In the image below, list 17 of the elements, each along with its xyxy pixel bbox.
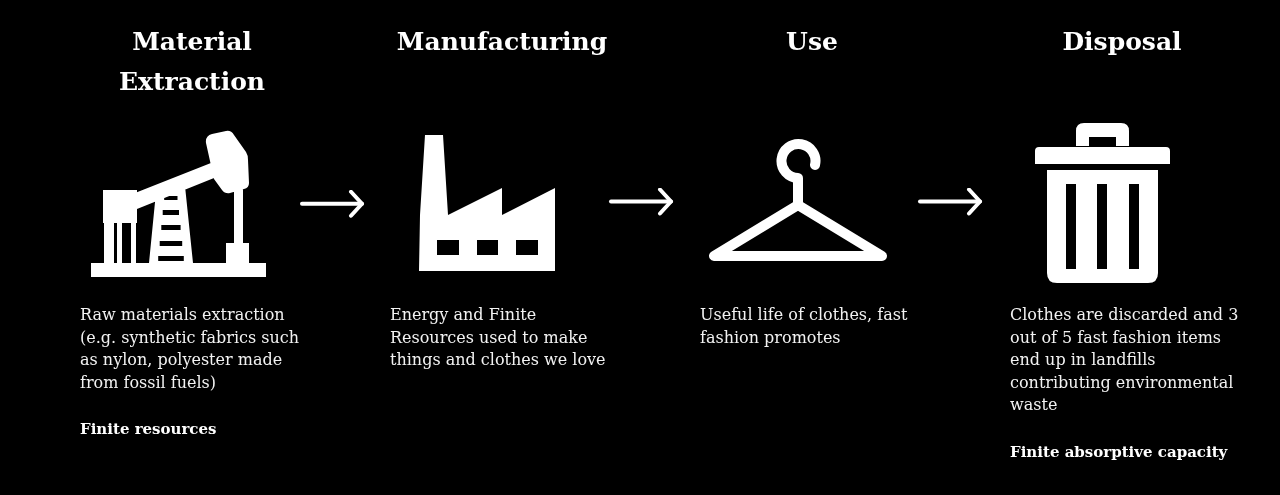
description-text: Clothes are discarded and 3 out of 5 fast fashion items end up in landfills contributing environmental waste [1010, 304, 1240, 416]
oil-pump-icon [90, 131, 268, 278]
stage-heading: Disposal [1061, 26, 1183, 58]
description-text: Useful life of clothes, fast fashion promotes [700, 304, 909, 349]
description-text: Energy and Finite Resources used to make things and clothes we love [390, 304, 607, 371]
stage-heading: Use [785, 26, 839, 58]
trash-can-icon [1034, 122, 1171, 284]
arrow [300, 189, 364, 218]
factory-icon [418, 134, 556, 272]
stage-heading: Manufacturing [395, 26, 609, 58]
note-text: Finite absorptive capacity [1010, 441, 1229, 463]
arrow [918, 187, 982, 216]
hanger-icon [706, 136, 890, 264]
note-text: Finite resources [80, 419, 218, 440]
stage-heading: Material Extraction [118, 26, 266, 98]
arrow [609, 187, 673, 216]
description-text: Raw materials extraction (e.g. synthetic fabrics such as nylon, polyester made from fossil fuels) [80, 304, 301, 394]
